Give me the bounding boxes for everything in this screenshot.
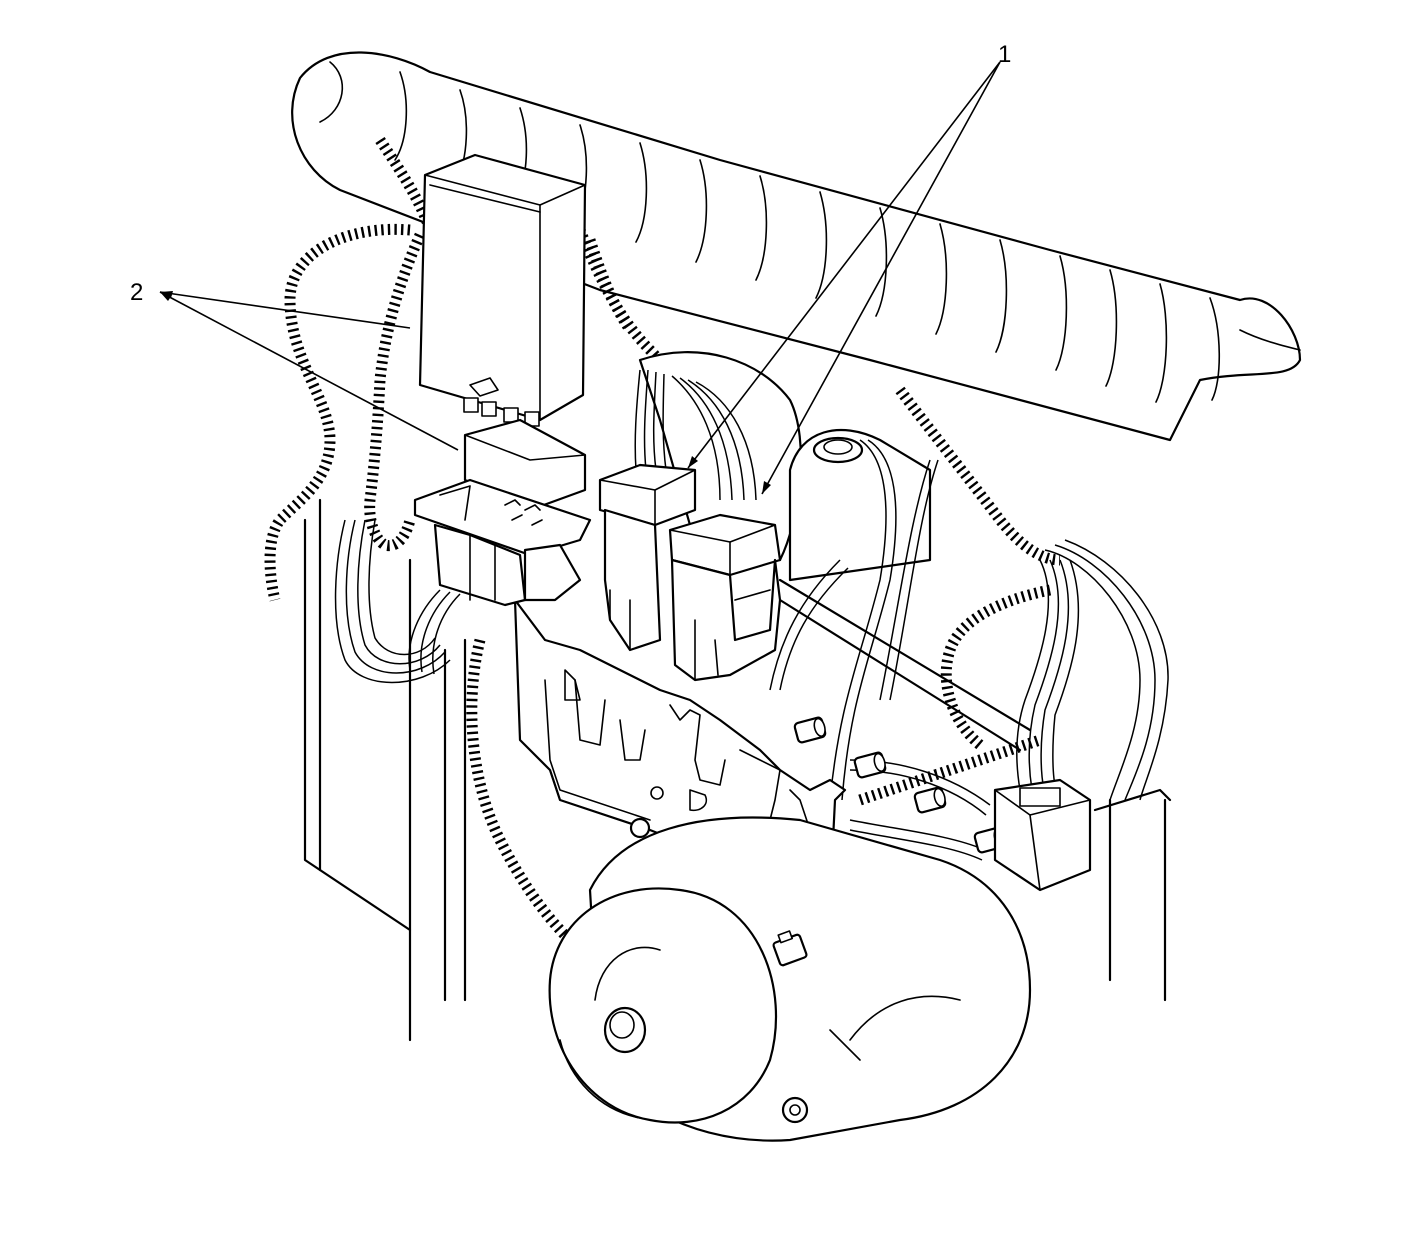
upper-harness-conduit [291,51,1302,442]
left-frame-panel [303,498,467,1042]
callout-label-1: 1 [998,41,1011,68]
brake-line-fittings [793,716,1007,854]
right-frame-panel [778,578,1172,1002]
motor-shaft [603,1006,647,1054]
harness-connector-lower [668,513,782,682]
relay-module [418,153,587,427]
callout-2-leaders [159,291,459,451]
harness-connector-upper [598,463,697,652]
callout-label-2: 2 [130,279,143,306]
callout-1-leaders [687,61,1001,495]
pump-motor [548,816,1032,1142]
relay-socket [413,418,592,607]
junction-block [993,778,1092,892]
